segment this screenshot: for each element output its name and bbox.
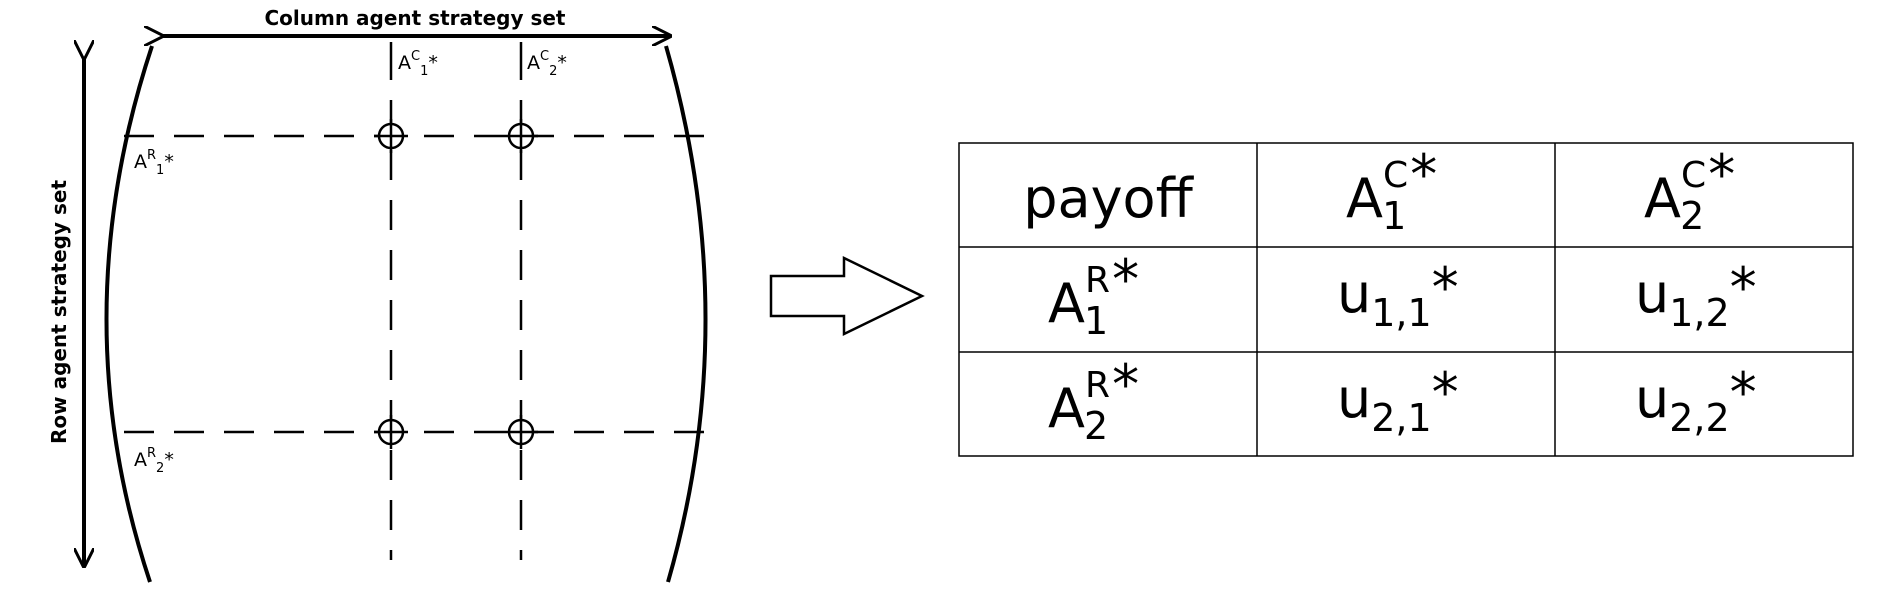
- payoff-cell-2-1: u2,1*: [1337, 361, 1459, 440]
- row-set-label: Row agent strategy set: [47, 180, 71, 444]
- column-set-label: Column agent strategy set: [265, 6, 566, 30]
- payoff-cell-1-2: u1,2*: [1635, 256, 1757, 335]
- intersection-marker-2-2: [504, 415, 538, 449]
- intersection-marker-1-1: [374, 119, 408, 153]
- payoff-cell-2-2: u2,2*: [1635, 361, 1757, 440]
- intersection-marker-2-1: [374, 415, 408, 449]
- row-strategy-2: AR2*: [134, 446, 174, 476]
- intersection-marker-1-2: [504, 119, 538, 153]
- table-corner-label: payoff: [1023, 167, 1194, 230]
- col-strategy-2: AC2*: [527, 49, 567, 79]
- right-bracket: [664, 45, 708, 583]
- row-strategy-1: AR1*: [134, 148, 174, 178]
- left-bracket: [104, 45, 154, 583]
- transform-arrow-icon: [769, 256, 925, 336]
- col-strategy-1: AC1*: [398, 49, 438, 79]
- payoff-cell-1-1: u1,1*: [1337, 256, 1459, 335]
